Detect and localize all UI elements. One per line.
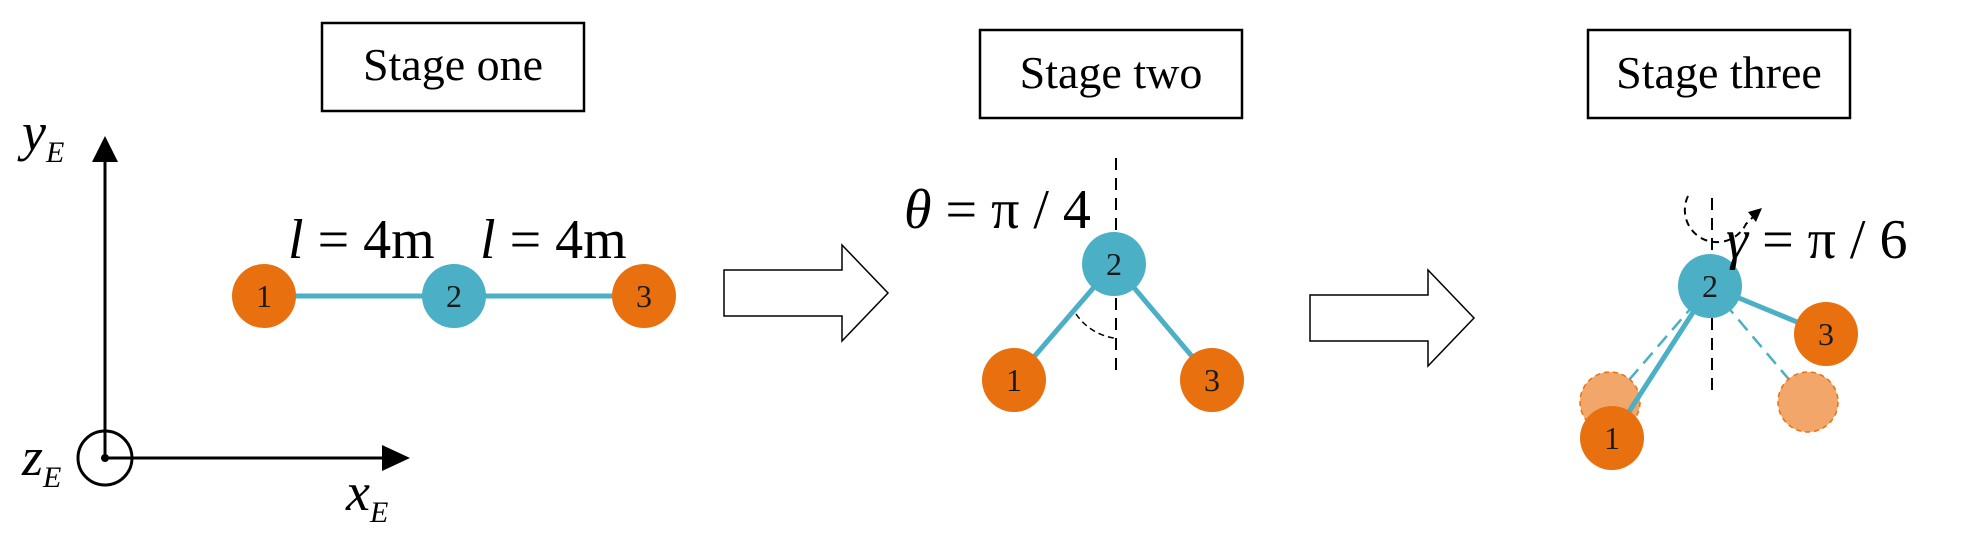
- stage-one-label: Stage one: [363, 39, 543, 90]
- node-2: [1082, 232, 1146, 296]
- z-axis-dot: [101, 454, 109, 462]
- node-3-label: 3: [636, 278, 652, 314]
- node-3: [1794, 302, 1858, 366]
- node-1: [982, 348, 1046, 412]
- node-1: [232, 264, 296, 328]
- node-1: [1580, 406, 1644, 470]
- node-3-label: 3: [1204, 362, 1220, 398]
- link-length-label-2: l = 4m: [480, 209, 627, 271]
- link-length-label-1: l = 4m: [288, 209, 435, 271]
- node-3-label: 3: [1818, 316, 1834, 352]
- stage-one: Stage one 1 2 3 l = 4m l = 4m: [232, 21, 676, 328]
- node-3: [612, 264, 676, 328]
- ghost-node-3: [1777, 371, 1839, 433]
- coordinate-frame: yE xE zE: [17, 102, 410, 529]
- node-1-label: 1: [1604, 420, 1620, 456]
- theta-label: θ = π / 4: [904, 179, 1091, 241]
- y-axis-label: yE: [17, 102, 64, 169]
- node-1-label: 1: [256, 278, 272, 314]
- transition-arrow-2: [1309, 268, 1476, 368]
- node-2: [1678, 254, 1742, 318]
- rotation-arc: [1683, 195, 1761, 244]
- z-axis-label: zE: [21, 427, 61, 494]
- node-2-label: 2: [1702, 268, 1718, 304]
- node-3: [1180, 348, 1244, 412]
- z-axis-circle: [76, 429, 134, 487]
- transition-arrow-1: [723, 243, 890, 343]
- x-axis-arrowhead: [382, 445, 410, 471]
- stage-three: Stage three 2 1 3 γ = π / 6: [1579, 28, 1908, 470]
- theta-angle-arc: [1075, 313, 1115, 339]
- stage-two: Stage two 2 1 3 θ = π / 4: [904, 28, 1244, 412]
- stage-three-box: [1586, 28, 1852, 120]
- stage-three-label: Stage three: [1616, 47, 1822, 98]
- node-1-label: 1: [1006, 362, 1022, 398]
- stage-two-box: [978, 28, 1244, 120]
- rotation-arrowhead: [1748, 208, 1762, 222]
- x-axis-label: xE: [345, 462, 388, 529]
- node-2: [422, 264, 486, 328]
- node-2-label: 2: [446, 278, 462, 314]
- gamma-label: γ = π / 6: [1726, 209, 1908, 271]
- node-2-label: 2: [1106, 246, 1122, 282]
- y-axis-arrowhead: [92, 136, 118, 162]
- stage-one-box: [320, 21, 586, 113]
- stage-two-label: Stage two: [1020, 47, 1203, 98]
